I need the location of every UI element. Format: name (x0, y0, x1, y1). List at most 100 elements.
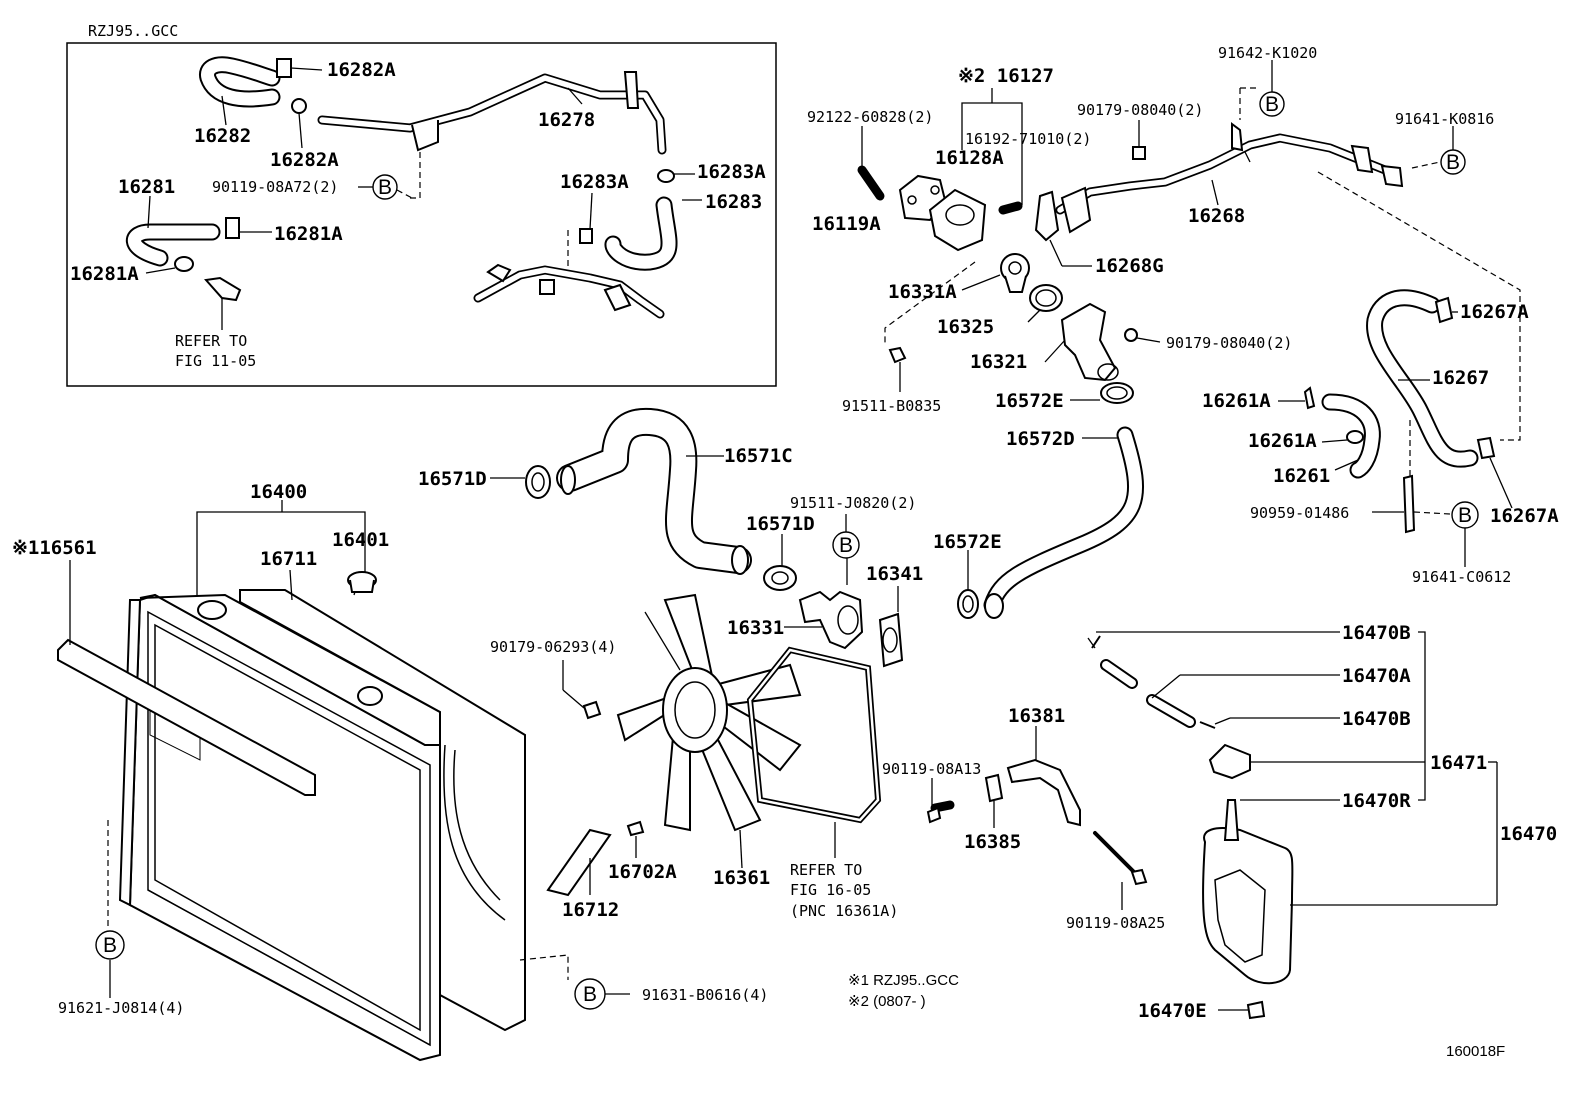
clamp-16283A-right (657, 169, 695, 183)
clamp-16267A-top (1434, 296, 1458, 324)
label-90179-08040-top: 90179-08040(2) (1077, 101, 1203, 119)
label-90179-06293: 90179-06293(4) (490, 638, 616, 656)
label-16385: 16385 (964, 831, 1021, 853)
fan-refer-line2: FIG 16-05 (790, 881, 871, 899)
gasket-16268G (1034, 190, 1060, 242)
circle-b-label: B (1458, 504, 1472, 527)
hose-16281 (125, 223, 221, 267)
clip-16385 (984, 773, 1004, 803)
clamp-16571D-right (763, 534, 797, 591)
hose-16267 (1366, 289, 1479, 468)
label-16261: 16261 (1273, 465, 1330, 487)
label-91631-B0616: 91631-B0616(4) (642, 986, 768, 1004)
label-16268: 16268 (1188, 205, 1245, 227)
shroud-16711 (239, 569, 526, 1032)
bolt-90119-08A13 (926, 778, 955, 824)
label-16119A: 16119A (812, 213, 881, 235)
stud-92122 (857, 126, 885, 201)
pipe-16268-group: B B (1034, 60, 1521, 441)
label-16572D: 16572D (1006, 428, 1075, 450)
hose-16261 (1321, 393, 1381, 479)
label-16470B-mid: 16470B (1342, 708, 1411, 730)
radiator-16400 (118, 500, 441, 1062)
fan-16361 (616, 593, 802, 869)
clamp-16281A-right (225, 217, 272, 239)
hose-16282 (199, 56, 281, 108)
bracket-90959 (1372, 420, 1451, 534)
circle-b-label: B (839, 534, 853, 557)
label-16400: 16400 (250, 481, 307, 503)
label-90119-08A72: 90119-08A72(2) (212, 178, 338, 196)
label-16711: 16711 (260, 548, 317, 570)
label-16361: 16361 (713, 867, 770, 889)
gasket-16341 (878, 586, 904, 668)
label-16470A: 16470A (1342, 665, 1411, 687)
label-91642-K1020: 91642-K1020 (1218, 44, 1317, 62)
seal-16561 (57, 560, 316, 796)
clamp-16571D-left (490, 465, 551, 499)
label-16267A-bottom: 16267A (1490, 505, 1559, 527)
bracket-16381 (1006, 726, 1081, 827)
clamp-16281A-left (145, 256, 194, 274)
label-16283A-right: 16283A (697, 161, 766, 183)
label-16325: 16325 (937, 316, 994, 338)
water-inlet-16321 (1060, 302, 1119, 382)
label-90179-08040-mid: 90179-08040(2) (1166, 334, 1292, 352)
label-16282A-bottom: 16282A (270, 149, 339, 171)
label-16712: 16712 (562, 899, 619, 921)
label-16278: 16278 (538, 109, 595, 131)
figure-code: 160018F (1446, 1043, 1505, 1060)
thermostat-16331A (1000, 253, 1030, 293)
drain-plug-16470E (1246, 1000, 1266, 1020)
hose-16571C (556, 407, 752, 575)
label-91511-J0820: 91511-J0820(2) (790, 494, 916, 512)
label-91511-B0835: 91511-B0835 (842, 397, 941, 415)
label-16470E: 16470E (1138, 1000, 1207, 1022)
circle-b-label: B (1265, 93, 1279, 116)
label-16261A-top: 16261A (1202, 390, 1271, 412)
pipe-assembly-inset (473, 230, 665, 319)
label-16572E-bottom: 16572E (933, 531, 1002, 553)
label-16281: 16281 (118, 176, 175, 198)
drain-cock (204, 276, 242, 330)
fan-refer-line1: REFER TO (790, 861, 862, 879)
label-16283A-left: 16283A (560, 171, 629, 193)
clamp-16282A-bottom (291, 98, 307, 149)
label-91621-J0814: 91621-J0814(4) (58, 999, 184, 1017)
label-90959-01486: 90959-01486 (1250, 504, 1349, 522)
label-92122-60828: 92122-60828(2) (807, 108, 933, 126)
label-16281A-left: 16281A (70, 263, 139, 285)
bolt-91511-B0835 (888, 346, 907, 364)
gasket-16325 (1029, 284, 1063, 312)
footnote-2: ※2 (0807- ) (848, 993, 926, 1010)
circle-b-label: B (103, 934, 117, 957)
label-16267: 16267 (1432, 367, 1489, 389)
label-16572E-top: 16572E (995, 390, 1064, 412)
clamp-16267A-bottom (1476, 436, 1513, 509)
label-16470B-top: 16470B (1342, 622, 1411, 644)
label-16571D-right: 16571D (746, 513, 815, 535)
label-16192-71010: 16192-71010(2) (965, 130, 1091, 148)
radiator-cap-16401 (347, 571, 377, 593)
thermostat-group (857, 88, 1161, 404)
marker-b-91621 (95, 930, 125, 960)
label-16331: 16331 (727, 617, 784, 639)
label-90119-08A13: 90119-08A13 (882, 760, 981, 778)
label-16341: 16341 (866, 563, 923, 585)
label-16470R: 16470R (1342, 790, 1411, 812)
pipe-16278 (317, 71, 667, 155)
label-16128A: 16128A (935, 147, 1004, 169)
clip-16702A (626, 820, 645, 837)
label-16561: ※116561 (12, 537, 97, 559)
label-16381: 16381 (1008, 705, 1065, 727)
label-16127: ※2 16127 (958, 65, 1054, 87)
circle-b-label: B (378, 176, 392, 199)
label-90119-08A25: 90119-08A25 (1066, 914, 1165, 932)
label-16571D-left: 16571D (418, 468, 487, 490)
clamp-16261A-bottom (1321, 430, 1364, 444)
label-16471: 16471 (1430, 752, 1487, 774)
label-91641-C0612: 91641-C0612 (1412, 568, 1511, 586)
marker-b-91642 (1259, 91, 1285, 117)
hose-16572D (983, 426, 1144, 619)
